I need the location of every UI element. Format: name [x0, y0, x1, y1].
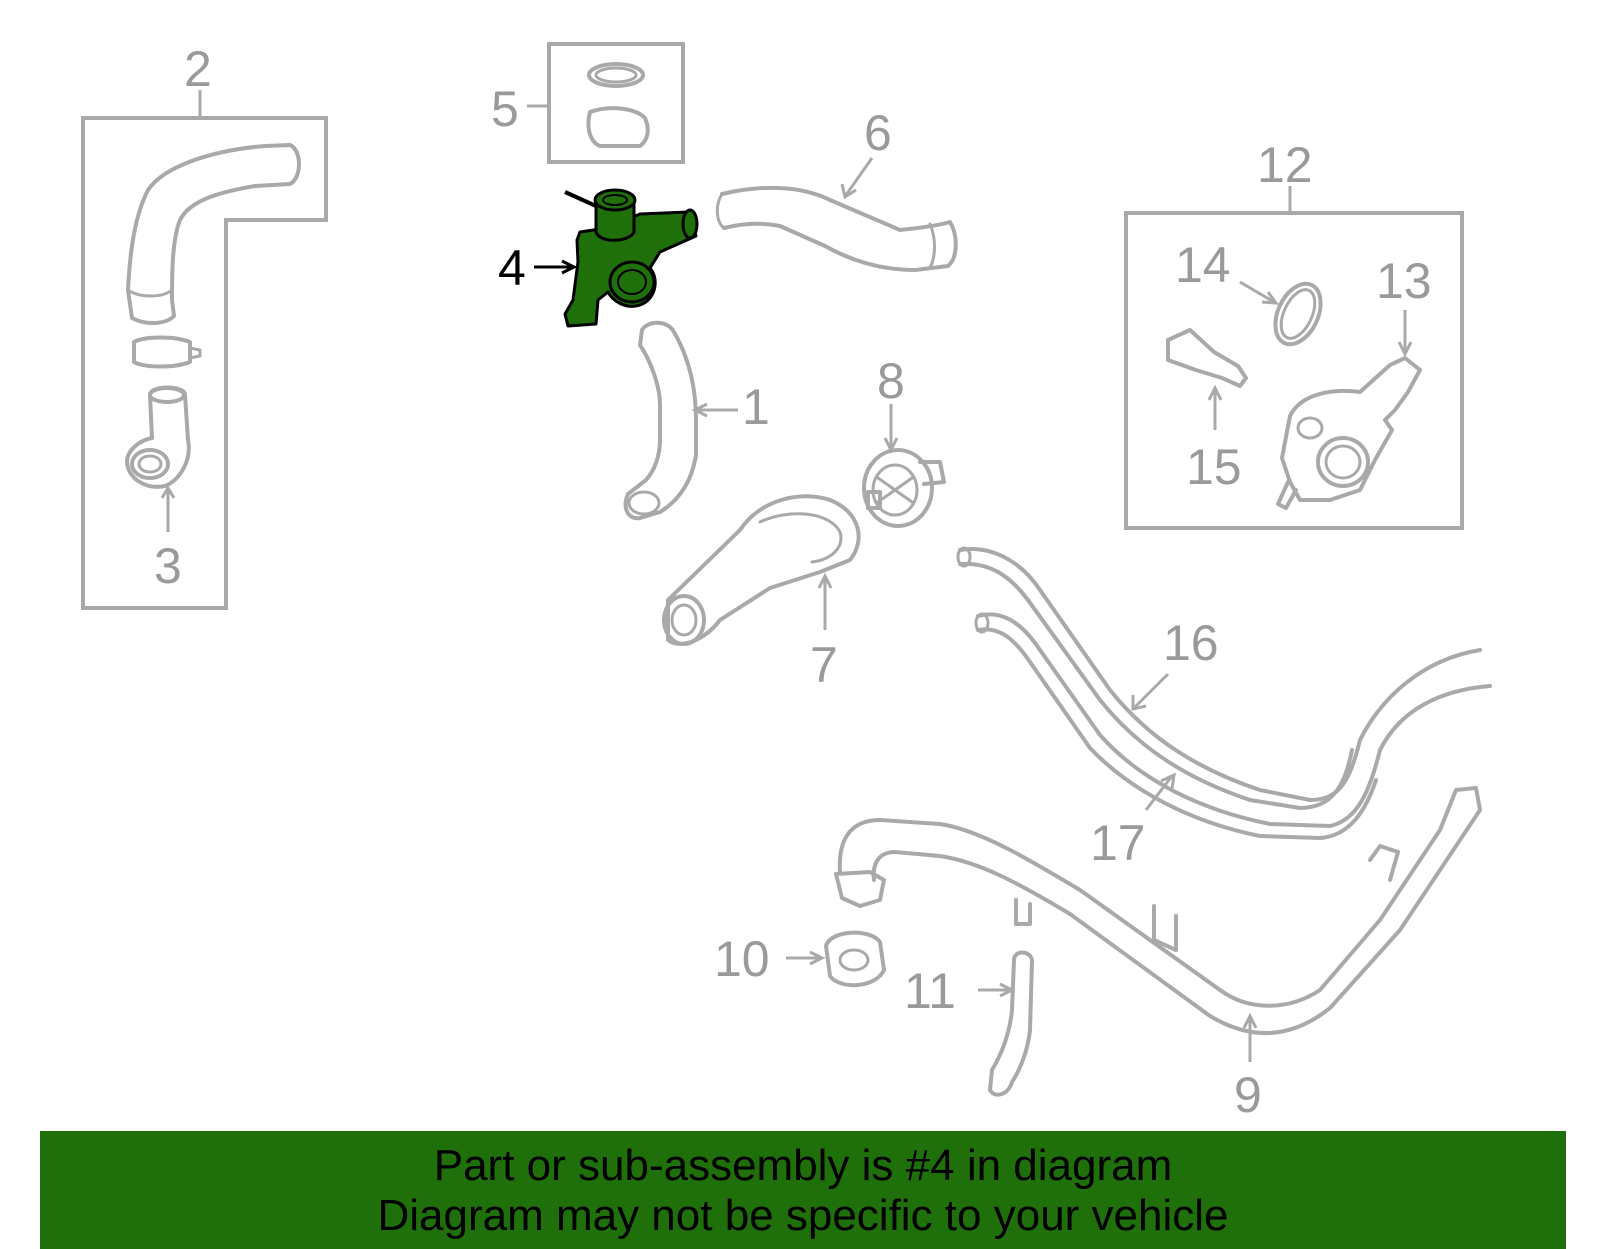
- part-16-17-tubes: [956, 546, 1492, 840]
- part-8-thermostat: [862, 404, 946, 528]
- callout-10: 10: [714, 931, 770, 987]
- callout-7: 7: [810, 637, 838, 693]
- part-5-box: [527, 42, 685, 164]
- callout-15: 15: [1186, 439, 1242, 495]
- part-12-box: [1124, 186, 1464, 530]
- callout-17: 17: [1090, 815, 1146, 871]
- callout-14: 14: [1175, 237, 1231, 293]
- callout-12: 12: [1257, 137, 1313, 193]
- part-7-housing: [662, 494, 861, 646]
- callout-5: 5: [491, 81, 519, 137]
- part-9-pipe: [834, 786, 1482, 1062]
- part-2-hose: [126, 143, 301, 325]
- part-6-hose: [715, 157, 958, 272]
- part-3-fitting: [125, 385, 191, 532]
- callout-2: 2: [184, 41, 212, 97]
- info-banner: Part or sub-assembly is #4 in diagram Di…: [40, 1131, 1566, 1249]
- part-10-gasket: [786, 930, 886, 988]
- callout-13: 13: [1376, 253, 1432, 309]
- callout-8: 8: [877, 353, 905, 409]
- callout-6: 6: [864, 105, 892, 161]
- hose-clamp: [132, 335, 202, 369]
- callout-4: 4: [498, 240, 526, 296]
- banner-line-1: Part or sub-assembly is #4 in diagram: [433, 1141, 1173, 1190]
- callout-11: 11: [904, 963, 956, 1019]
- callout-1: 1: [742, 379, 770, 435]
- group-box-2: [81, 90, 328, 610]
- part-4-highlighted: [534, 188, 699, 328]
- callout-16: 16: [1163, 615, 1219, 671]
- part-11-hose: [978, 950, 1034, 1097]
- callout-3: 3: [154, 538, 182, 594]
- banner-line-2: Diagram may not be specific to your vehi…: [377, 1191, 1229, 1240]
- callout-9: 9: [1234, 1067, 1262, 1123]
- part-1-hose: [623, 320, 738, 521]
